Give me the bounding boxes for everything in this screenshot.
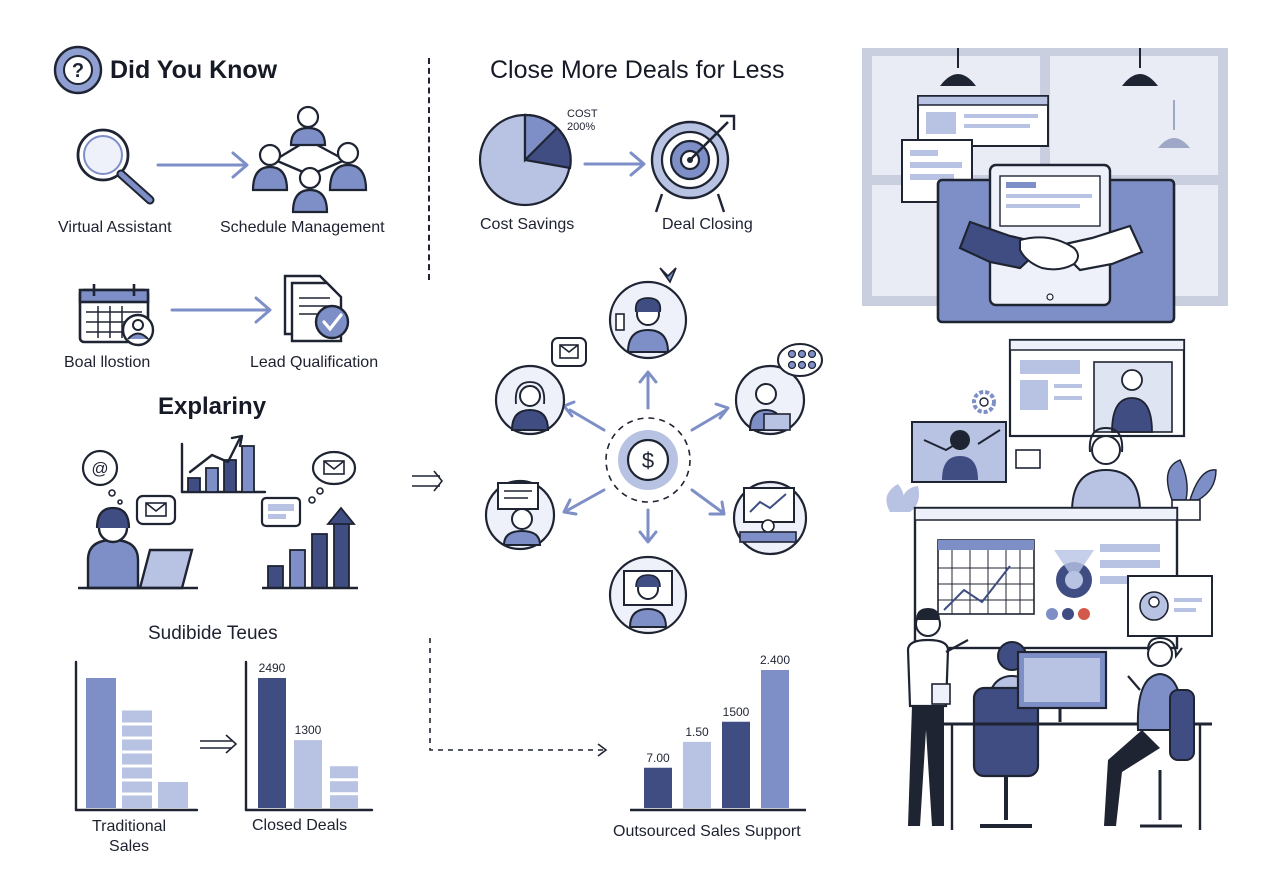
bar-value-label: 1.50 bbox=[685, 725, 709, 739]
close-deals-title: Close More Deals for Less bbox=[490, 56, 785, 84]
svg-text:$: $ bbox=[642, 448, 654, 473]
comparison-title: Sudibide Teues bbox=[148, 623, 278, 644]
close-deals-illustrations: $ bbox=[429, 113, 823, 812]
deal-flow-arrow bbox=[583, 151, 646, 177]
flow-arrow-1 bbox=[156, 151, 249, 179]
comparison-axes bbox=[74, 660, 374, 812]
calendar-icon bbox=[78, 284, 155, 347]
team-meeting-scene bbox=[886, 338, 1217, 830]
did-you-know-illustrations: ? bbox=[53, 45, 444, 812]
bar-stripe bbox=[330, 792, 358, 796]
question-icon: ? bbox=[53, 45, 103, 95]
chart-bar bbox=[644, 767, 672, 808]
bar-stripe bbox=[122, 764, 152, 768]
section-divider bbox=[428, 58, 430, 280]
dashed-connector bbox=[429, 638, 608, 757]
boal-llostion-label: Boal llostion bbox=[64, 354, 151, 371]
bar-stripe bbox=[330, 778, 358, 782]
svg-text:@: @ bbox=[91, 459, 108, 478]
chart-bar bbox=[330, 766, 358, 808]
bar-stripe bbox=[122, 736, 152, 740]
team-network-icon bbox=[251, 105, 368, 214]
money-hub-icon: $ bbox=[605, 417, 691, 503]
bar-stripe bbox=[122, 792, 152, 796]
cost-pie-chart bbox=[478, 113, 572, 207]
rising-bars-icon bbox=[262, 506, 358, 590]
chart-bar bbox=[158, 782, 188, 808]
chart-bar bbox=[86, 678, 116, 808]
magnifier-icon bbox=[76, 128, 155, 205]
persona-bottom bbox=[608, 555, 688, 635]
support-agent-figure bbox=[78, 506, 198, 590]
deal-closing-label: Deal Closing bbox=[662, 216, 753, 233]
flow-arrow-2 bbox=[170, 296, 272, 324]
persona-email bbox=[494, 337, 587, 436]
pie-cost-label: COST 200% bbox=[567, 108, 598, 133]
lead-qualification-label: Lead Qualification bbox=[250, 354, 379, 371]
bar-stripe bbox=[122, 750, 152, 754]
outsourced-label: Outsourced Sales Support bbox=[613, 823, 801, 840]
outsourced-chart: 7.00 1.50 1500 2.400 bbox=[644, 653, 790, 808]
office-illustration bbox=[860, 0, 1280, 896]
document-check-icon bbox=[283, 274, 350, 343]
did-you-know-section: ? bbox=[0, 0, 444, 896]
explaining-title: Explariny bbox=[158, 393, 267, 420]
persona-phone bbox=[484, 479, 556, 551]
persona-analytics bbox=[732, 480, 808, 556]
office-scenes bbox=[862, 48, 1228, 830]
hub-arrows bbox=[562, 370, 730, 544]
center-link-arrow bbox=[412, 470, 444, 492]
chart-bar bbox=[722, 721, 750, 808]
schedule-management-label: Schedule Management bbox=[220, 219, 385, 236]
bar-value-label: 2490 bbox=[259, 661, 286, 675]
chart-bar bbox=[683, 741, 711, 808]
email-thought-icon: @ bbox=[81, 449, 177, 526]
did-you-know-title: Did You Know bbox=[110, 56, 278, 84]
bar-value-label: 1500 bbox=[723, 705, 750, 719]
bar-value-label: 1300 bbox=[295, 723, 322, 737]
persona-top bbox=[608, 267, 688, 360]
chart-bar bbox=[122, 710, 152, 808]
chat-bubble-icon bbox=[260, 450, 357, 528]
chart-bar bbox=[294, 740, 322, 808]
chart-bar bbox=[761, 670, 789, 808]
closed-deals-label: Closed Deals bbox=[252, 817, 348, 834]
cost-savings-label: Cost Savings bbox=[480, 216, 575, 233]
office-window-scene bbox=[862, 48, 1228, 324]
persona-chat bbox=[734, 343, 823, 436]
bar-value-label: 7.00 bbox=[646, 751, 670, 765]
virtual-assistant-label: Virtual Assistant bbox=[58, 219, 172, 236]
bar-stripe bbox=[122, 722, 152, 726]
comparison-arrow bbox=[200, 734, 238, 754]
closed-deals-chart: 2490 1300 bbox=[258, 661, 358, 808]
target-icon bbox=[650, 114, 736, 213]
bar-value-label: 2.400 bbox=[760, 653, 790, 667]
traditional-sales-chart bbox=[86, 678, 188, 808]
svg-text:?: ? bbox=[72, 60, 84, 82]
traditional-sales-label: Traditional Sales bbox=[92, 818, 167, 855]
bar-stripe bbox=[122, 778, 152, 782]
close-deals-section: $ bbox=[429, 0, 860, 896]
growth-chart-icon bbox=[180, 434, 267, 494]
chart-bar bbox=[258, 678, 286, 808]
